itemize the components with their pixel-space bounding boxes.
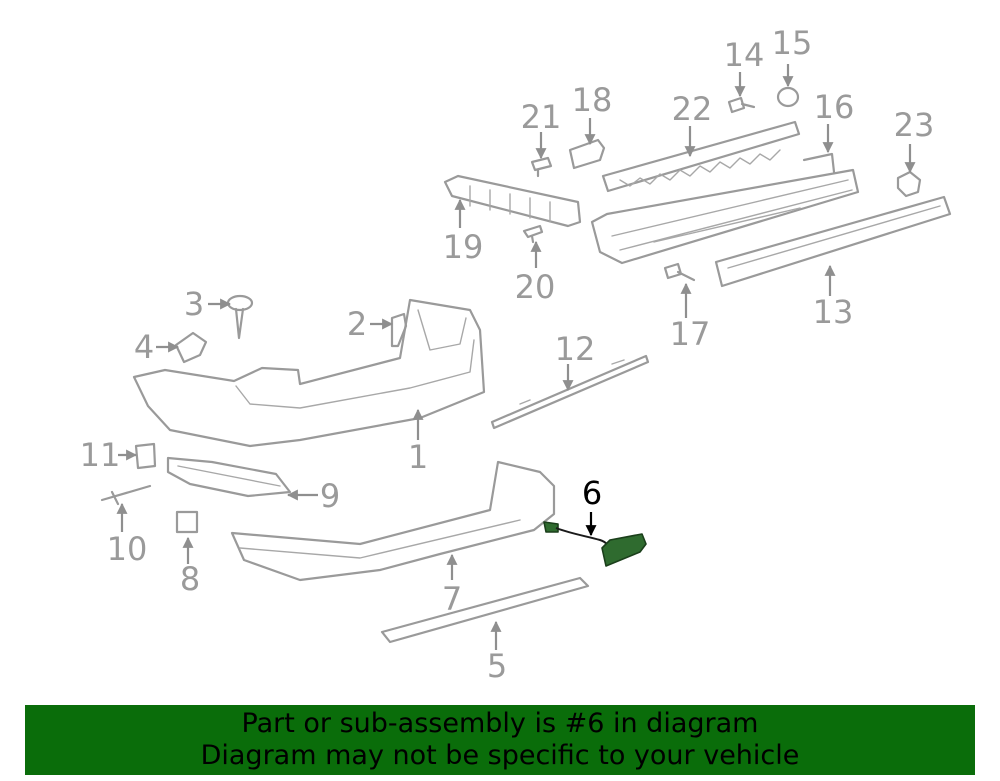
part-16-beam	[590, 152, 860, 265]
part-20-screw	[522, 224, 544, 244]
callout-5: 5	[487, 647, 507, 685]
callout-12: 12	[555, 330, 596, 368]
callout-19: 19	[443, 228, 484, 266]
callout-22: 22	[672, 90, 713, 128]
parts-diagram: 1 2 3 4 5 6 7 8 9 10 11 12 13 14 15 16 1…	[80, 24, 952, 685]
banner-line-1: Part or sub-assembly is #6 in diagram	[241, 708, 759, 739]
callout-1: 1	[408, 438, 428, 476]
part-14-bolt	[727, 96, 756, 114]
banner-line-2: Diagram may not be specific to your vehi…	[200, 740, 800, 771]
part-19-bracket	[443, 174, 582, 228]
callout-15: 15	[772, 24, 813, 62]
part-23-nut	[896, 170, 922, 198]
callout-3: 3	[184, 285, 204, 323]
part-17-bolt	[663, 262, 696, 282]
part-15-nut	[776, 86, 800, 108]
callout-7: 7	[442, 580, 462, 618]
callout-4: 4	[134, 328, 154, 366]
callout-pointers	[116, 64, 916, 650]
callout-14: 14	[724, 36, 765, 74]
callout-10: 10	[107, 530, 148, 568]
part-9-lower-bracket	[166, 456, 292, 498]
part-11-cap	[134, 442, 157, 470]
part-22-absorber	[601, 120, 801, 193]
callout-6: 6	[582, 474, 602, 512]
callout-9: 9	[320, 477, 340, 515]
part-13-lower-beam	[714, 195, 952, 288]
info-banner: Part or sub-assembly is #6 in diagram Di…	[25, 705, 975, 775]
part-2-clip	[390, 312, 408, 348]
callout-13: 13	[813, 293, 854, 331]
callout-18: 18	[572, 81, 613, 119]
part-8-nut	[175, 510, 199, 534]
callout-labels: 1 2 3 4 5 6 7 8 9 10 11 12 13 14 15 16 1…	[80, 24, 935, 685]
part-7-lower-cover	[230, 460, 556, 582]
part-5-trim-strip	[380, 576, 590, 644]
callout-20: 20	[515, 268, 556, 306]
callout-17: 17	[670, 315, 711, 353]
callout-2: 2	[347, 305, 367, 343]
part-3-clip	[226, 294, 254, 340]
callout-16: 16	[814, 88, 855, 126]
part-1-bumper-cover	[132, 298, 486, 448]
part-4-connector	[174, 331, 208, 364]
callout-21: 21	[521, 98, 562, 136]
callout-11: 11	[80, 436, 121, 474]
callout-23: 23	[894, 106, 935, 144]
part-12-molding	[490, 354, 650, 430]
part-18-clip	[568, 138, 606, 170]
part-21-pin	[530, 156, 553, 178]
part-6-harness	[543, 521, 647, 567]
part-10-clip	[100, 484, 152, 506]
callout-8: 8	[180, 560, 200, 598]
